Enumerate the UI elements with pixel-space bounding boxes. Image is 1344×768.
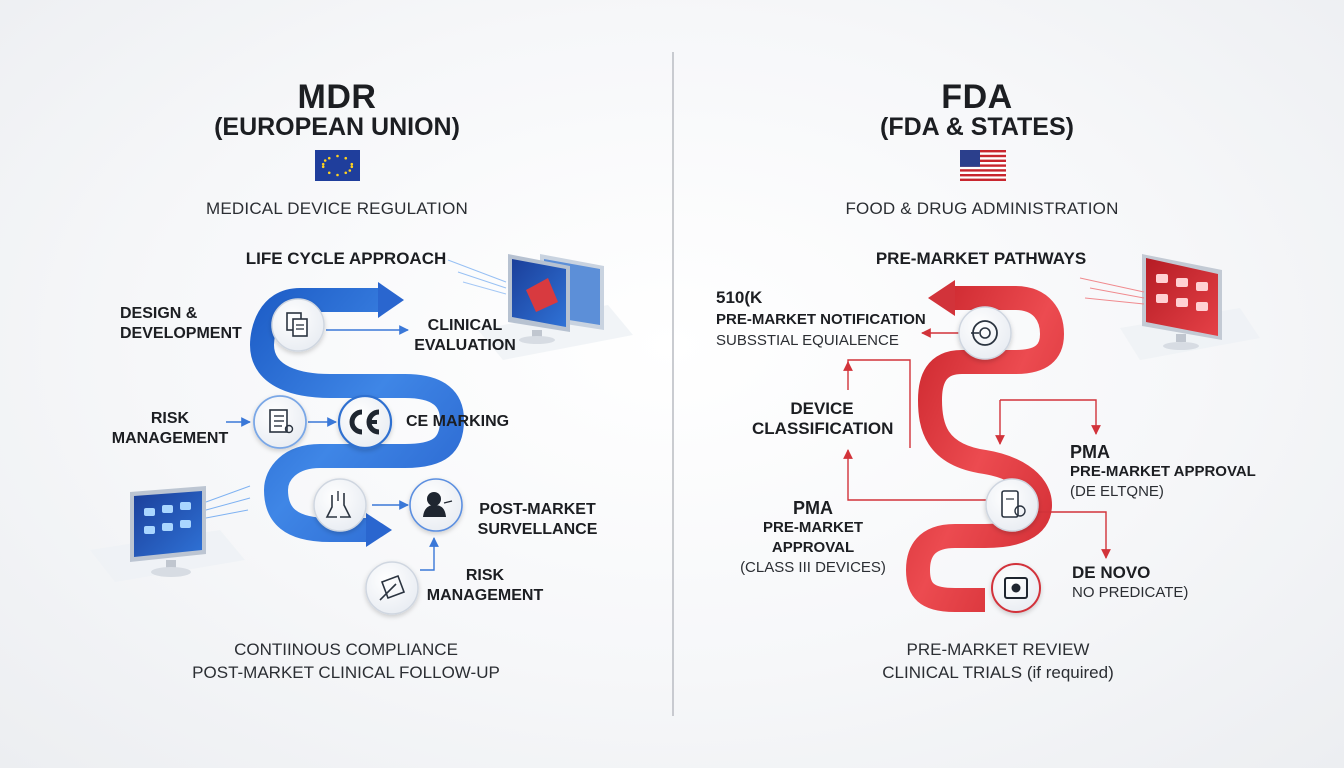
target-icon (958, 306, 1012, 360)
denovo-desc: NO PREDICATE) (1072, 584, 1189, 601)
pathways-heading: PRE-MARKET PATHWAYS (875, 249, 1087, 268)
monitor-icon (447, 254, 633, 360)
us-flag-icon (960, 150, 1006, 181)
mdr-subtitle: (EUROPEAN UNION) (214, 113, 460, 141)
pma-left-code: PMA (793, 498, 833, 518)
pma-right-title: PRE-MARKET APPROVAL (1070, 463, 1256, 480)
k510-desc: SUBSSTIAL EQUIALENCE (716, 332, 899, 349)
k510-title: PRE-MARKET NOTIFICATION (716, 311, 926, 328)
fda-title: FDA (941, 78, 1013, 116)
lifecycle-heading: LIFE CYCLE APPROACH (245, 249, 447, 268)
fda-full-name: FOOD & DRUG ADMINISTRATION (845, 199, 1119, 218)
monitor-icon (90, 485, 251, 582)
lab-flask-icon (313, 478, 367, 532)
mdr-title: MDR (297, 78, 377, 116)
pma-left-block: PMA PRE-MARKET APPROVAL (CLASS III DEVIC… (738, 498, 888, 577)
denovo-block: DE NOVO NO PREDICATE) (1072, 563, 1188, 602)
monitor-icon (1079, 254, 1260, 360)
pen-signature-icon (365, 561, 419, 615)
mdr-full-name: MEDICAL DEVICE REGULATION (206, 199, 468, 218)
pma-right-desc: (DE ELTQNE) (1070, 483, 1164, 500)
pma-right-block: PMA PRE-MARKET APPROVAL (DE ELTQNE) (1070, 442, 1256, 501)
pma-left-desc: (CLASS III DEVICES) (740, 559, 886, 576)
ce-mark-icon (337, 394, 393, 450)
safe-icon (991, 563, 1041, 613)
eu-flag-icon (315, 150, 360, 181)
denovo-code: DE NOVO (1072, 563, 1151, 582)
design-development-label: DESIGN &DEVELOPMENT (120, 305, 242, 342)
ce-marking-label: CE MARKING (406, 413, 510, 430)
pma-left-title-2: APPROVAL (771, 539, 855, 556)
tablet-icon (985, 478, 1039, 532)
mdr-lifecycle-flow (226, 282, 464, 571)
pma-right-code: PMA (1070, 442, 1110, 462)
doctor-icon (409, 478, 463, 532)
k510-block: 510(K PRE-MARKET NOTIFICATION SUBSSTIAL … (716, 288, 926, 350)
fda-subtitle: (FDA & STATES) (880, 113, 1074, 141)
pma-left-title-1: PRE-MARKET (763, 519, 863, 536)
checklist-icon (253, 395, 307, 449)
k510-code: 510(K (716, 288, 763, 307)
fda-pathway-flow (843, 280, 1111, 612)
document-stack-icon (271, 298, 325, 352)
